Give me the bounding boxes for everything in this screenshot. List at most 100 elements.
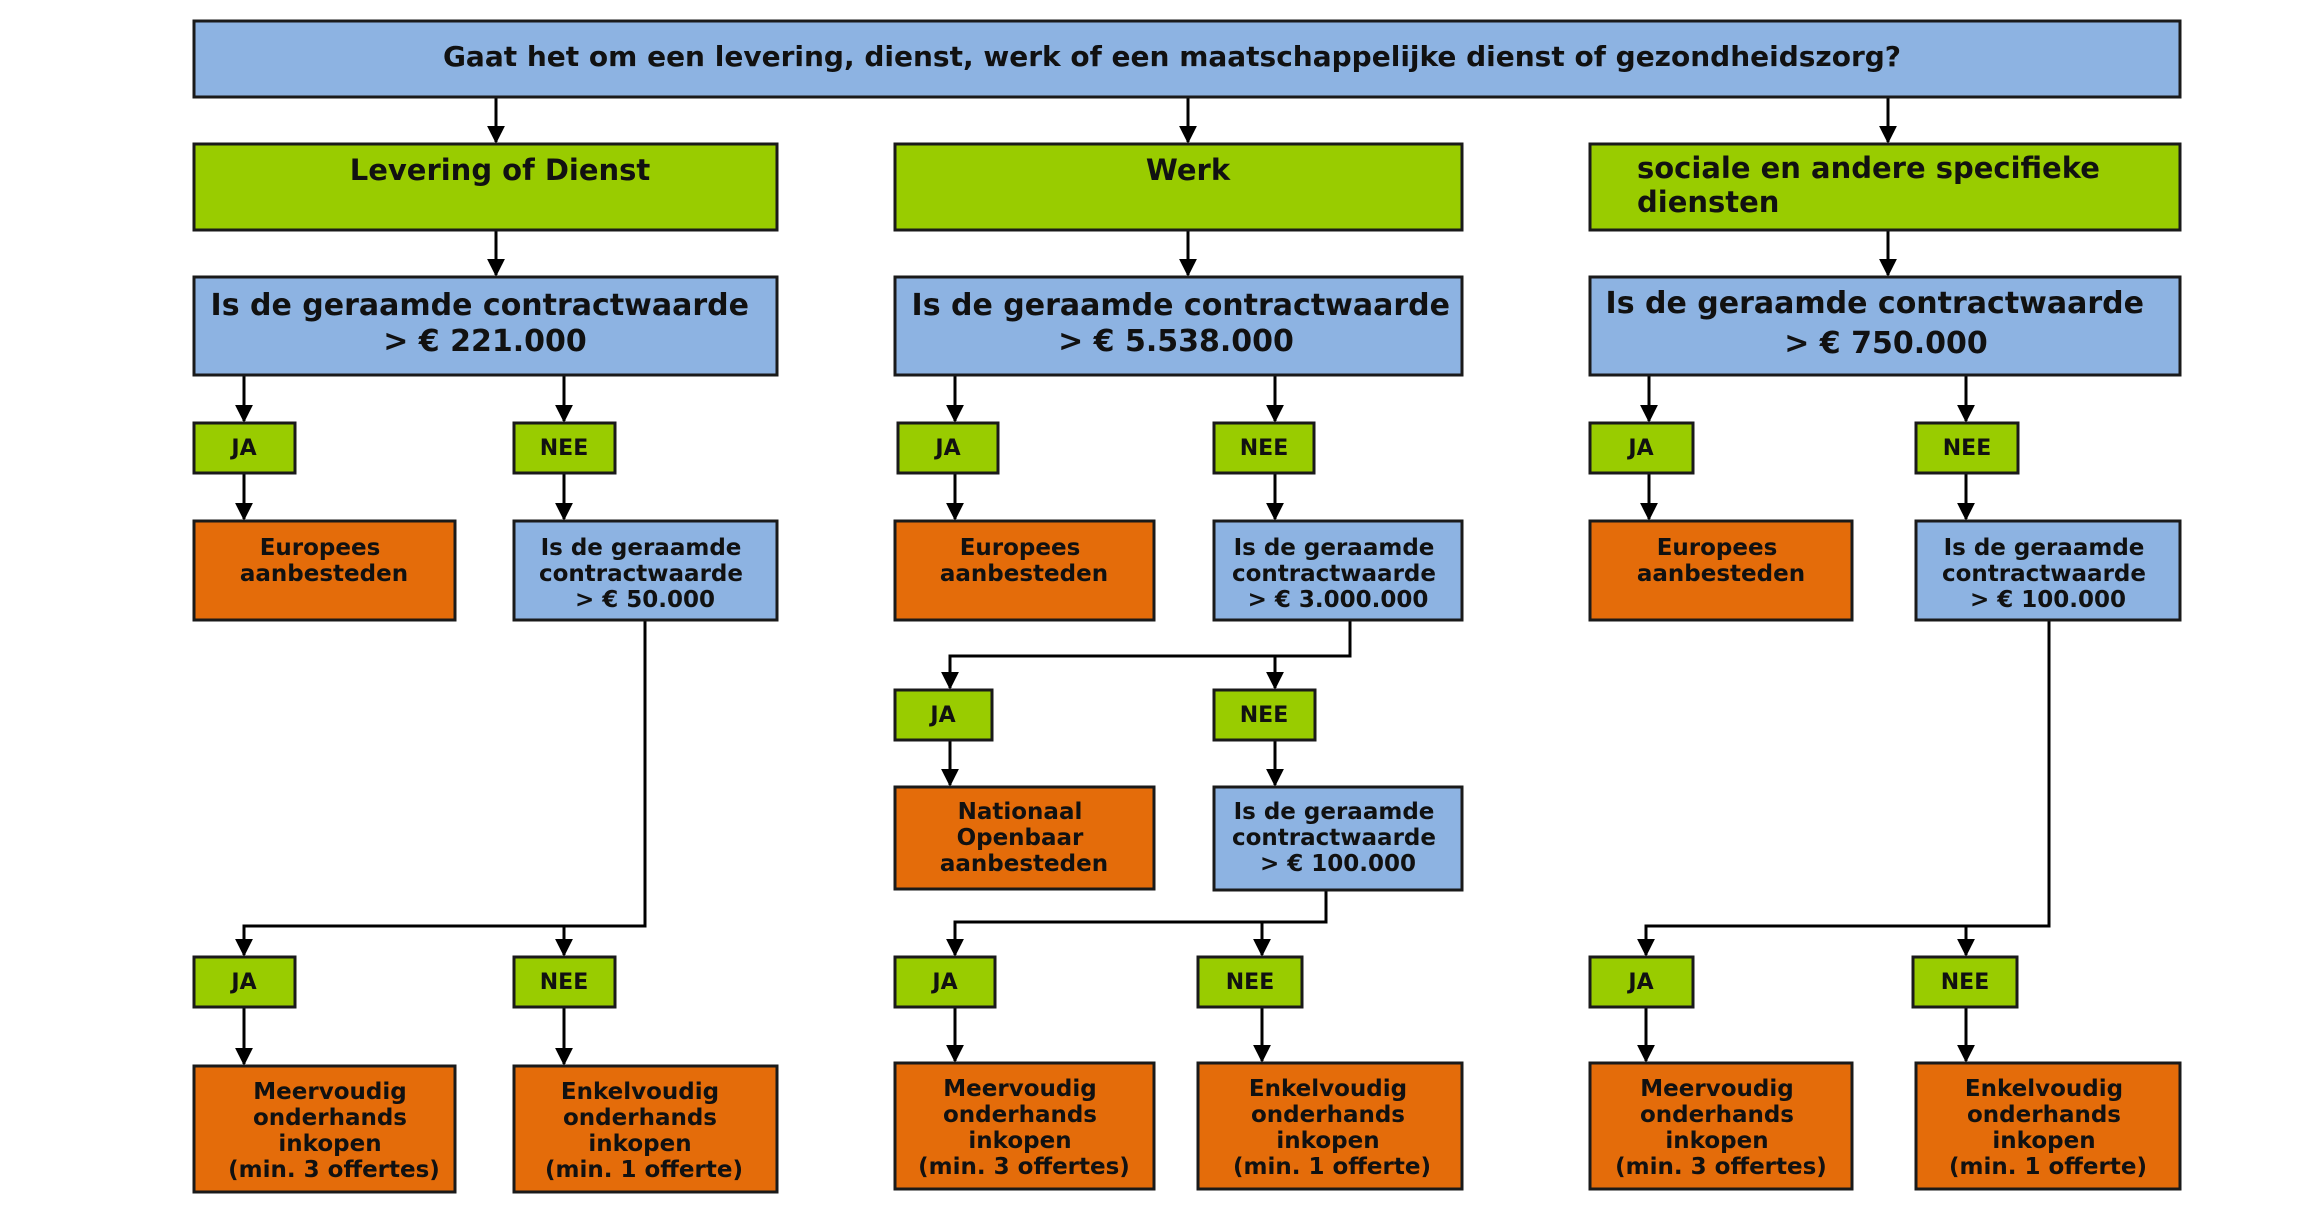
- result-line: (min. 3 offertes): [1615, 1154, 1827, 1180]
- header-line: sociale en andere specifieke: [1637, 151, 2100, 185]
- svg-text:Werk: Werk: [1146, 153, 1231, 187]
- result-line: onderhands: [563, 1105, 717, 1131]
- question-contractwaarde-221000: Is de geraamde contractwaarde > € 221.00…: [192, 275, 779, 377]
- mid-ja-decision: JA: [893, 688, 994, 742]
- result-line: Meervoudig: [1640, 1076, 1793, 1102]
- svg-text:Meervoudig onderhands: Meervoudig onderhands inkopen (min. 3 of…: [918, 1076, 1130, 1180]
- column-werk: Werk Is de geraamde contractwaarde > € 5…: [893, 142, 1464, 1191]
- result-line: aanbesteden: [940, 851, 1108, 877]
- subquestion-line: > € 100.000: [1970, 587, 2126, 613]
- final-nee-decision: NEE: [512, 955, 617, 1009]
- result-line: Europees: [960, 535, 1081, 561]
- question-line: Is de geraamde contractwaarde: [211, 288, 749, 323]
- midquestion-line: Is de geraamde: [1234, 799, 1435, 825]
- result-line: Europees: [260, 535, 381, 561]
- nee-label: NEE: [1943, 436, 1991, 461]
- header-sociale-diensten: sociale en andere specifieke diensten: [1588, 142, 2182, 232]
- subquestion-line: > € 50.000: [575, 587, 715, 613]
- subquestion-line: contractwaarde: [539, 561, 743, 587]
- ja-decision: JA: [896, 421, 1000, 475]
- header-line: diensten: [1637, 185, 1779, 219]
- question-line: > € 5.538.000: [1058, 324, 1294, 359]
- midquestion-contractwaarde-100000: Is de geraamde contractwaarde > € 100.00…: [1212, 785, 1464, 892]
- result-line: Openbaar: [957, 825, 1084, 851]
- column-sociale-diensten: sociale en andere specifieke diensten Is…: [1588, 142, 2182, 1191]
- result-line: Meervoudig: [943, 1076, 1096, 1102]
- midquestion-line: > € 100.000: [1260, 851, 1416, 877]
- question-contractwaarde-750000: Is de geraamde contractwaarde > € 750.00…: [1588, 275, 2182, 377]
- header-levering-dienst: Levering of Dienst: [192, 142, 779, 232]
- svg-text:Europees aanbesteden: Europees aanbesteden: [1637, 535, 1805, 587]
- subquestion-contractwaarde-100000: Is de geraamde contractwaarde > € 100.00…: [1914, 519, 2182, 622]
- result-line: inkopen: [968, 1128, 1071, 1154]
- result-line: (min. 3 offertes): [918, 1154, 1130, 1180]
- connectors: [235, 97, 2051, 1066]
- result-line: (min. 3 offertes): [228, 1157, 440, 1183]
- result-line: inkopen: [1276, 1128, 1379, 1154]
- question-line: > € 221.000: [383, 324, 587, 359]
- result-line: aanbesteden: [240, 561, 408, 587]
- header-werk: Werk: [893, 142, 1464, 232]
- svg-text:Enkelvoudig onderhands: Enkelvoudig onderhands inkopen (min. 1 o…: [1233, 1076, 1431, 1180]
- ja-label: JA: [229, 970, 256, 995]
- result-enkelvoudig-onderhands: Enkelvoudig onderhands inkopen (min. 1 o…: [1914, 1061, 2182, 1191]
- svg-text:Europees aanbesteden: Europees aanbesteden: [940, 535, 1108, 587]
- result-line: Enkelvoudig: [561, 1079, 719, 1105]
- subquestion-line: Is de geraamde: [1234, 535, 1435, 561]
- arrow-col2-midq-to-final-ja: [946, 890, 1328, 957]
- subquestion-line: > € 3.000.000: [1248, 587, 1429, 613]
- header-line: Werk: [1146, 153, 1231, 187]
- svg-text:sociale en andere specifieke: sociale en andere specifieke diensten: [1637, 151, 2110, 219]
- subquestion-line: Is de geraamde: [541, 535, 742, 561]
- result-enkelvoudig-onderhands: Enkelvoudig onderhands inkopen (min. 1 o…: [1196, 1061, 1464, 1191]
- final-nee-decision: NEE: [1911, 955, 2019, 1009]
- subquestion-line: contractwaarde: [1942, 561, 2146, 587]
- nee-label: NEE: [1240, 703, 1288, 728]
- question-line: > € 750.000: [1784, 326, 1988, 361]
- svg-text:Enkelvoudig onderhands: Enkelvoudig onderhands inkopen (min. 1 o…: [545, 1079, 743, 1183]
- header-line: Levering of Dienst: [350, 153, 651, 187]
- ja-decision: JA: [192, 421, 297, 475]
- svg-text:Enkelvoudig onderhands: Enkelvoudig onderhands inkopen (min. 1 o…: [1949, 1076, 2147, 1180]
- result-europees-aanbesteden: Europees aanbesteden: [1588, 519, 1854, 622]
- svg-text:Is de geraamde contractwaarde: Is de geraamde contractwaarde > € 750.00…: [1606, 286, 2155, 361]
- result-line: inkopen: [1665, 1128, 1768, 1154]
- ja-label: JA: [930, 970, 957, 995]
- ja-label: JA: [933, 436, 960, 461]
- ja-label: JA: [1626, 436, 1653, 461]
- nee-label: NEE: [540, 436, 588, 461]
- mid-nee-decision: NEE: [1212, 688, 1317, 742]
- result-meervoudig-onderhands: Meervoudig onderhands inkopen (min. 3 of…: [1588, 1061, 1854, 1191]
- svg-text:Is de geraamde contrac: Is de geraamde contractwaarde > € 3.000.…: [1232, 535, 1444, 613]
- arrow-col3-subq-to-final-ja: [1637, 620, 2051, 957]
- svg-text:Is de geraamde contrac: Is de geraamde contractwaarde > € 50.000: [539, 535, 751, 613]
- arrow-col2-subq-to-mid-ja: [941, 621, 1352, 690]
- subquestion-contractwaarde-3000000: Is de geraamde contractwaarde > € 3.000.…: [1212, 519, 1464, 622]
- nee-label: NEE: [540, 970, 588, 995]
- result-line: Nationaal: [958, 799, 1083, 825]
- nee-label: NEE: [1226, 970, 1274, 995]
- svg-text:Nationaal Openbaar: Nationaal Openbaar aanbesteden: [940, 799, 1108, 877]
- result-line: inkopen: [588, 1131, 691, 1157]
- result-line: inkopen: [1992, 1128, 2095, 1154]
- result-line: onderhands: [1640, 1102, 1794, 1128]
- result-line: Enkelvoudig: [1965, 1076, 2123, 1102]
- nee-label: NEE: [1240, 436, 1288, 461]
- result-line: (min. 1 offerte): [1233, 1154, 1431, 1180]
- question-line: Is de geraamde contractwaarde: [1606, 286, 2144, 321]
- ja-label: JA: [229, 436, 256, 461]
- result-line: onderhands: [1251, 1102, 1405, 1128]
- final-nee-decision: NEE: [1196, 955, 1304, 1009]
- result-line: (min. 1 offerte): [1949, 1154, 2147, 1180]
- nee-decision: NEE: [1212, 421, 1316, 475]
- final-ja-decision: JA: [192, 955, 297, 1009]
- top-question-text: Gaat het om een levering, dienst, werk o…: [443, 40, 1901, 73]
- ja-decision: JA: [1588, 421, 1695, 475]
- result-nationaal-openbaar: Nationaal Openbaar aanbesteden: [893, 785, 1156, 891]
- result-enkelvoudig-onderhands: Enkelvoudig onderhands inkopen (min. 1 o…: [512, 1064, 779, 1194]
- result-meervoudig-onderhands: Meervoudig onderhands inkopen (min. 3 of…: [192, 1064, 457, 1194]
- result-line: aanbesteden: [940, 561, 1108, 587]
- question-line: Is de geraamde contractwaarde: [912, 288, 1450, 323]
- result-line: onderhands: [253, 1105, 407, 1131]
